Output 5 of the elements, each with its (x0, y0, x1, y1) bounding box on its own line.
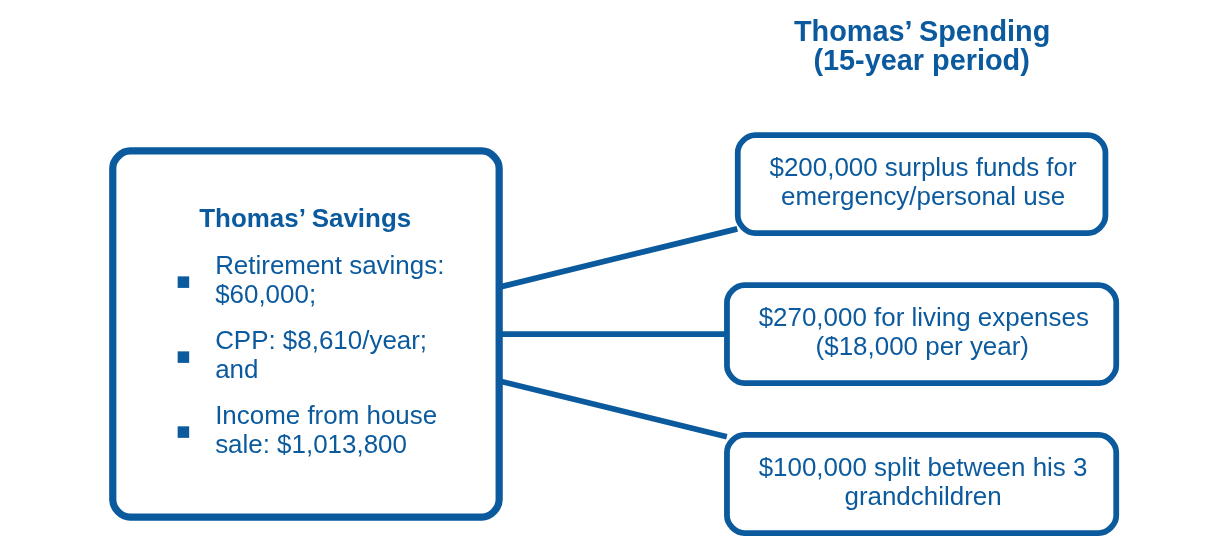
node-box: $200,000 surplus funds for emergency/personal use (734, 132, 1108, 236)
node-box: $270,000 for living expenses ($18,000 per year) (723, 282, 1119, 386)
label: Thomas’ Spending (15-year period) (793, 15, 1050, 77)
node-box: $100,000 split between his 3 grandchildren (723, 432, 1119, 536)
node-box: Thomas’ Savings Retirement savings: $60,000; CPP: $8,610/year; and Income from house sale: $1,013,800 (108, 147, 503, 521)
